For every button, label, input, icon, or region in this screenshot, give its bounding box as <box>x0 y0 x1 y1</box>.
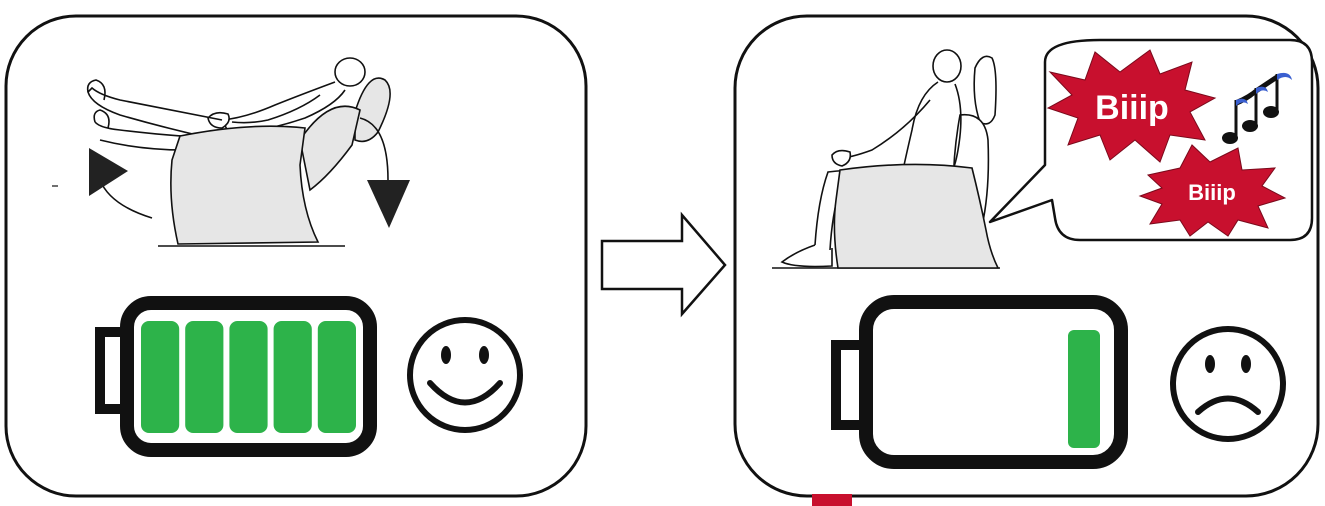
battery-full-bar <box>274 321 312 433</box>
smiley-sad-icon <box>1173 329 1283 439</box>
battery-full-icon <box>100 303 370 450</box>
left-panel-full-battery <box>6 16 586 496</box>
battery-full-bar <box>185 321 223 433</box>
burst-small-label: Biiip <box>1188 180 1236 205</box>
decorative-red-mark <box>812 494 852 506</box>
battery-full-bars <box>141 321 356 433</box>
battery-full-bar <box>141 321 179 433</box>
battery-low-bar <box>1068 330 1100 448</box>
battery-full-bar <box>229 321 267 433</box>
battery-low-bars <box>1068 330 1100 448</box>
smiley-happy-icon <box>410 320 520 430</box>
right-panel-low-battery: Biiip Biiip <box>735 16 1318 496</box>
right-arrow-icon <box>602 215 725 314</box>
battery-low-icon <box>836 302 1121 462</box>
battery-full-bar <box>318 321 356 433</box>
burst-large-label: Biiip <box>1095 89 1169 127</box>
